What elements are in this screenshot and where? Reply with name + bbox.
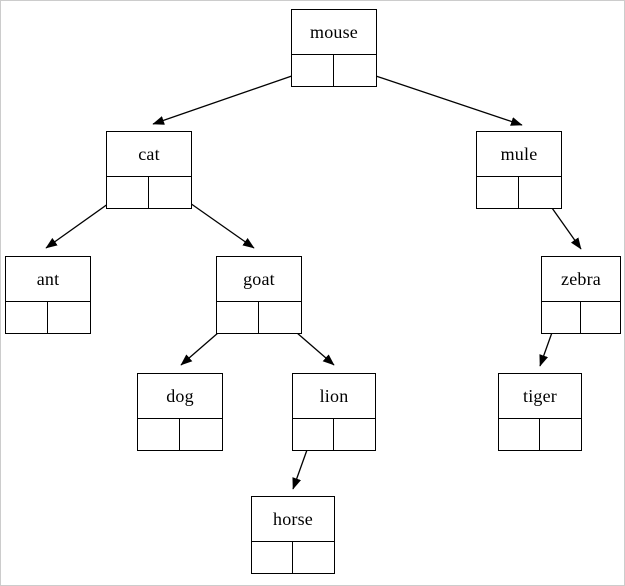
node-label-cat: cat xyxy=(107,132,191,177)
node-pointers-mouse xyxy=(292,55,376,86)
tree-edge-mouse-to-cat xyxy=(152,68,313,125)
right-pointer-cell-tiger[interactable] xyxy=(540,419,581,450)
right-pointer-cell-mouse[interactable] xyxy=(334,55,376,86)
node-pointers-goat xyxy=(217,302,301,333)
node-pointers-ant xyxy=(6,302,90,333)
node-label-mule: mule xyxy=(477,132,561,177)
node-label-dog: dog xyxy=(138,374,222,419)
left-pointer-cell-lion[interactable] xyxy=(293,419,334,450)
node-label-lion: lion xyxy=(293,374,375,419)
left-pointer-cell-goat[interactable] xyxy=(217,302,259,333)
node-pointers-tiger xyxy=(499,419,581,450)
tree-node-tiger[interactable]: tiger xyxy=(498,373,582,451)
right-pointer-cell-ant[interactable] xyxy=(48,302,90,333)
node-label-ant: ant xyxy=(6,257,90,302)
left-pointer-cell-dog[interactable] xyxy=(138,419,180,450)
tree-node-goat[interactable]: goat xyxy=(216,256,302,334)
left-pointer-cell-tiger[interactable] xyxy=(499,419,540,450)
left-pointer-cell-horse[interactable] xyxy=(252,542,293,573)
node-pointers-mule xyxy=(477,177,561,208)
node-pointers-zebra xyxy=(542,302,620,333)
node-label-goat: goat xyxy=(217,257,301,302)
tree-edge-mouse-to-mule xyxy=(354,68,523,126)
right-pointer-cell-goat[interactable] xyxy=(259,302,301,333)
right-pointer-cell-dog[interactable] xyxy=(180,419,222,450)
right-pointer-cell-zebra[interactable] xyxy=(581,302,620,333)
right-pointer-cell-mule[interactable] xyxy=(519,177,561,208)
right-pointer-cell-cat[interactable] xyxy=(149,177,191,208)
node-label-zebra: zebra xyxy=(542,257,620,302)
node-label-mouse: mouse xyxy=(292,10,376,55)
left-pointer-cell-cat[interactable] xyxy=(107,177,149,208)
tree-node-zebra[interactable]: zebra xyxy=(541,256,621,334)
left-pointer-cell-ant[interactable] xyxy=(6,302,48,333)
tree-node-dog[interactable]: dog xyxy=(137,373,223,451)
left-pointer-cell-zebra[interactable] xyxy=(542,302,581,333)
node-pointers-lion xyxy=(293,419,375,450)
tree-node-mule[interactable]: mule xyxy=(476,131,562,209)
node-pointers-dog xyxy=(138,419,222,450)
tree-node-ant[interactable]: ant xyxy=(5,256,91,334)
tree-node-mouse[interactable]: mouse xyxy=(291,9,377,87)
node-pointers-horse xyxy=(252,542,334,573)
node-label-horse: horse xyxy=(252,497,334,542)
tree-node-lion[interactable]: lion xyxy=(292,373,376,451)
right-pointer-cell-lion[interactable] xyxy=(334,419,375,450)
tree-node-cat[interactable]: cat xyxy=(106,131,192,209)
right-pointer-cell-horse[interactable] xyxy=(293,542,334,573)
left-pointer-cell-mouse[interactable] xyxy=(292,55,334,86)
left-pointer-cell-mule[interactable] xyxy=(477,177,519,208)
node-label-tiger: tiger xyxy=(499,374,581,419)
node-pointers-cat xyxy=(107,177,191,208)
tree-node-horse[interactable]: horse xyxy=(251,496,335,574)
